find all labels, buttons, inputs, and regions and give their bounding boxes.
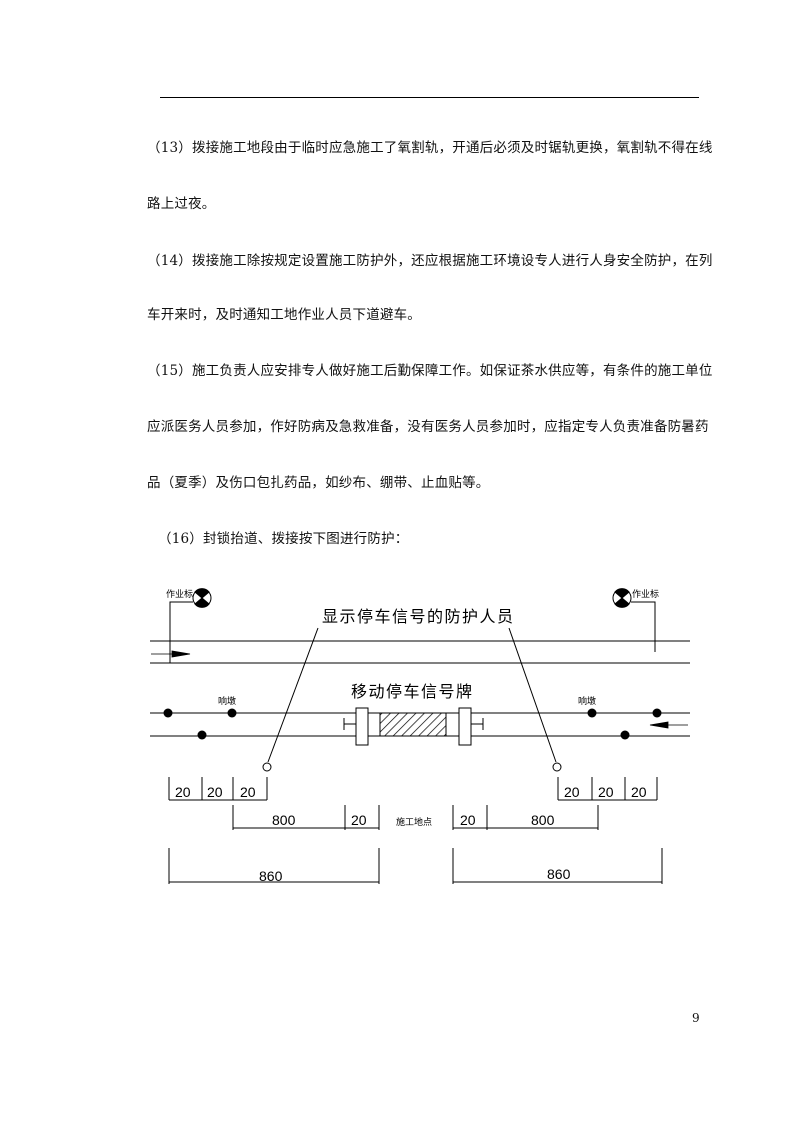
guard-leader-left — [267, 627, 319, 763]
dim-20-left-c: 20 — [240, 784, 256, 800]
direction-arrow-left — [649, 721, 688, 729]
paragraph-15-line-2: 应派医务人员参加，作好防病及急救准备，没有医务人员参加时，应指定专人负责准备防暑… — [147, 419, 709, 435]
paragraph-13-line-2: 路上过夜。 — [147, 196, 216, 212]
guard-leader-right — [508, 627, 557, 763]
dim-800-right: 800 — [531, 812, 555, 828]
paragraph-14-line-1: （14）拨接施工除按规定设置施工防护外，还应根据施工环境设专人进行人身安全防护，… — [147, 253, 713, 269]
detonator-left-label: 响墩 — [218, 695, 236, 707]
stop-sign-label: 移动停车信号牌 — [351, 682, 474, 701]
work-point-label: 施工地点 — [396, 816, 432, 828]
direction-arrow-right — [151, 650, 191, 658]
dim-20-right-a: 20 — [564, 784, 580, 800]
dimension-row-2-left — [232, 805, 380, 830]
paragraph-14-line-2: 车开来时，及时通知工地作业人员下道避车。 — [147, 307, 421, 323]
paragraph-16: （16）封锁抬道、拨接按下图进行防护： — [158, 531, 409, 547]
dim-860-left: 860 — [259, 868, 283, 884]
work-sign-left-label: 作业标 — [166, 588, 193, 600]
dimension-row-3-left — [168, 848, 380, 884]
dimension-row-1-right — [557, 777, 658, 801]
guard-right-icon — [552, 762, 562, 772]
paragraph-15-line-1: （15）施工负责人应安排专人做好施工后勤保障工作。如保证茶水供应等，有条件的施工… — [147, 363, 713, 379]
track-upper — [150, 640, 690, 664]
dimension-row-2-right — [452, 805, 599, 830]
work-sign-right-label: 作业标 — [632, 588, 659, 600]
work-sign-right-icon — [612, 588, 656, 652]
dim-860-right: 860 — [547, 866, 571, 882]
page-number: 9 — [692, 1011, 700, 1025]
detonator-right-label: 响墩 — [578, 695, 596, 707]
paragraph-15-line-3: 品（夏季）及伤口包扎药品，如纱布、绷带、止血贴等。 — [147, 475, 490, 491]
dim-20-mid-left: 20 — [351, 812, 367, 828]
detonator-icon — [163, 708, 662, 740]
guard-left-icon — [262, 762, 272, 772]
paragraph-13-line-1: （13）拨接施工地段由于临时应急施工了氧割轨，开通后必须及时锯轨更换，氧割轨不得… — [147, 140, 713, 156]
guard-label: 显示停车信号的防护人员 — [322, 607, 515, 626]
header-rule — [160, 97, 699, 98]
dim-20-left-b: 20 — [207, 784, 223, 800]
dim-20-right-b: 20 — [598, 784, 614, 800]
dimension-row-1-left — [168, 777, 268, 801]
dim-20-mid-right: 20 — [460, 812, 476, 828]
dim-800-left: 800 — [272, 812, 296, 828]
dimension-row-3-right — [452, 848, 663, 884]
protection-diagram: 作业标 作业标 显示停车信号的防护人员 移动停车信号牌 响墩 响墩 20 — [150, 588, 690, 884]
dim-20-left-a: 20 — [175, 784, 191, 800]
dim-20-right-c: 20 — [631, 784, 647, 800]
stop-sign-board — [343, 707, 484, 746]
work-sign-left-icon — [169, 588, 212, 663]
